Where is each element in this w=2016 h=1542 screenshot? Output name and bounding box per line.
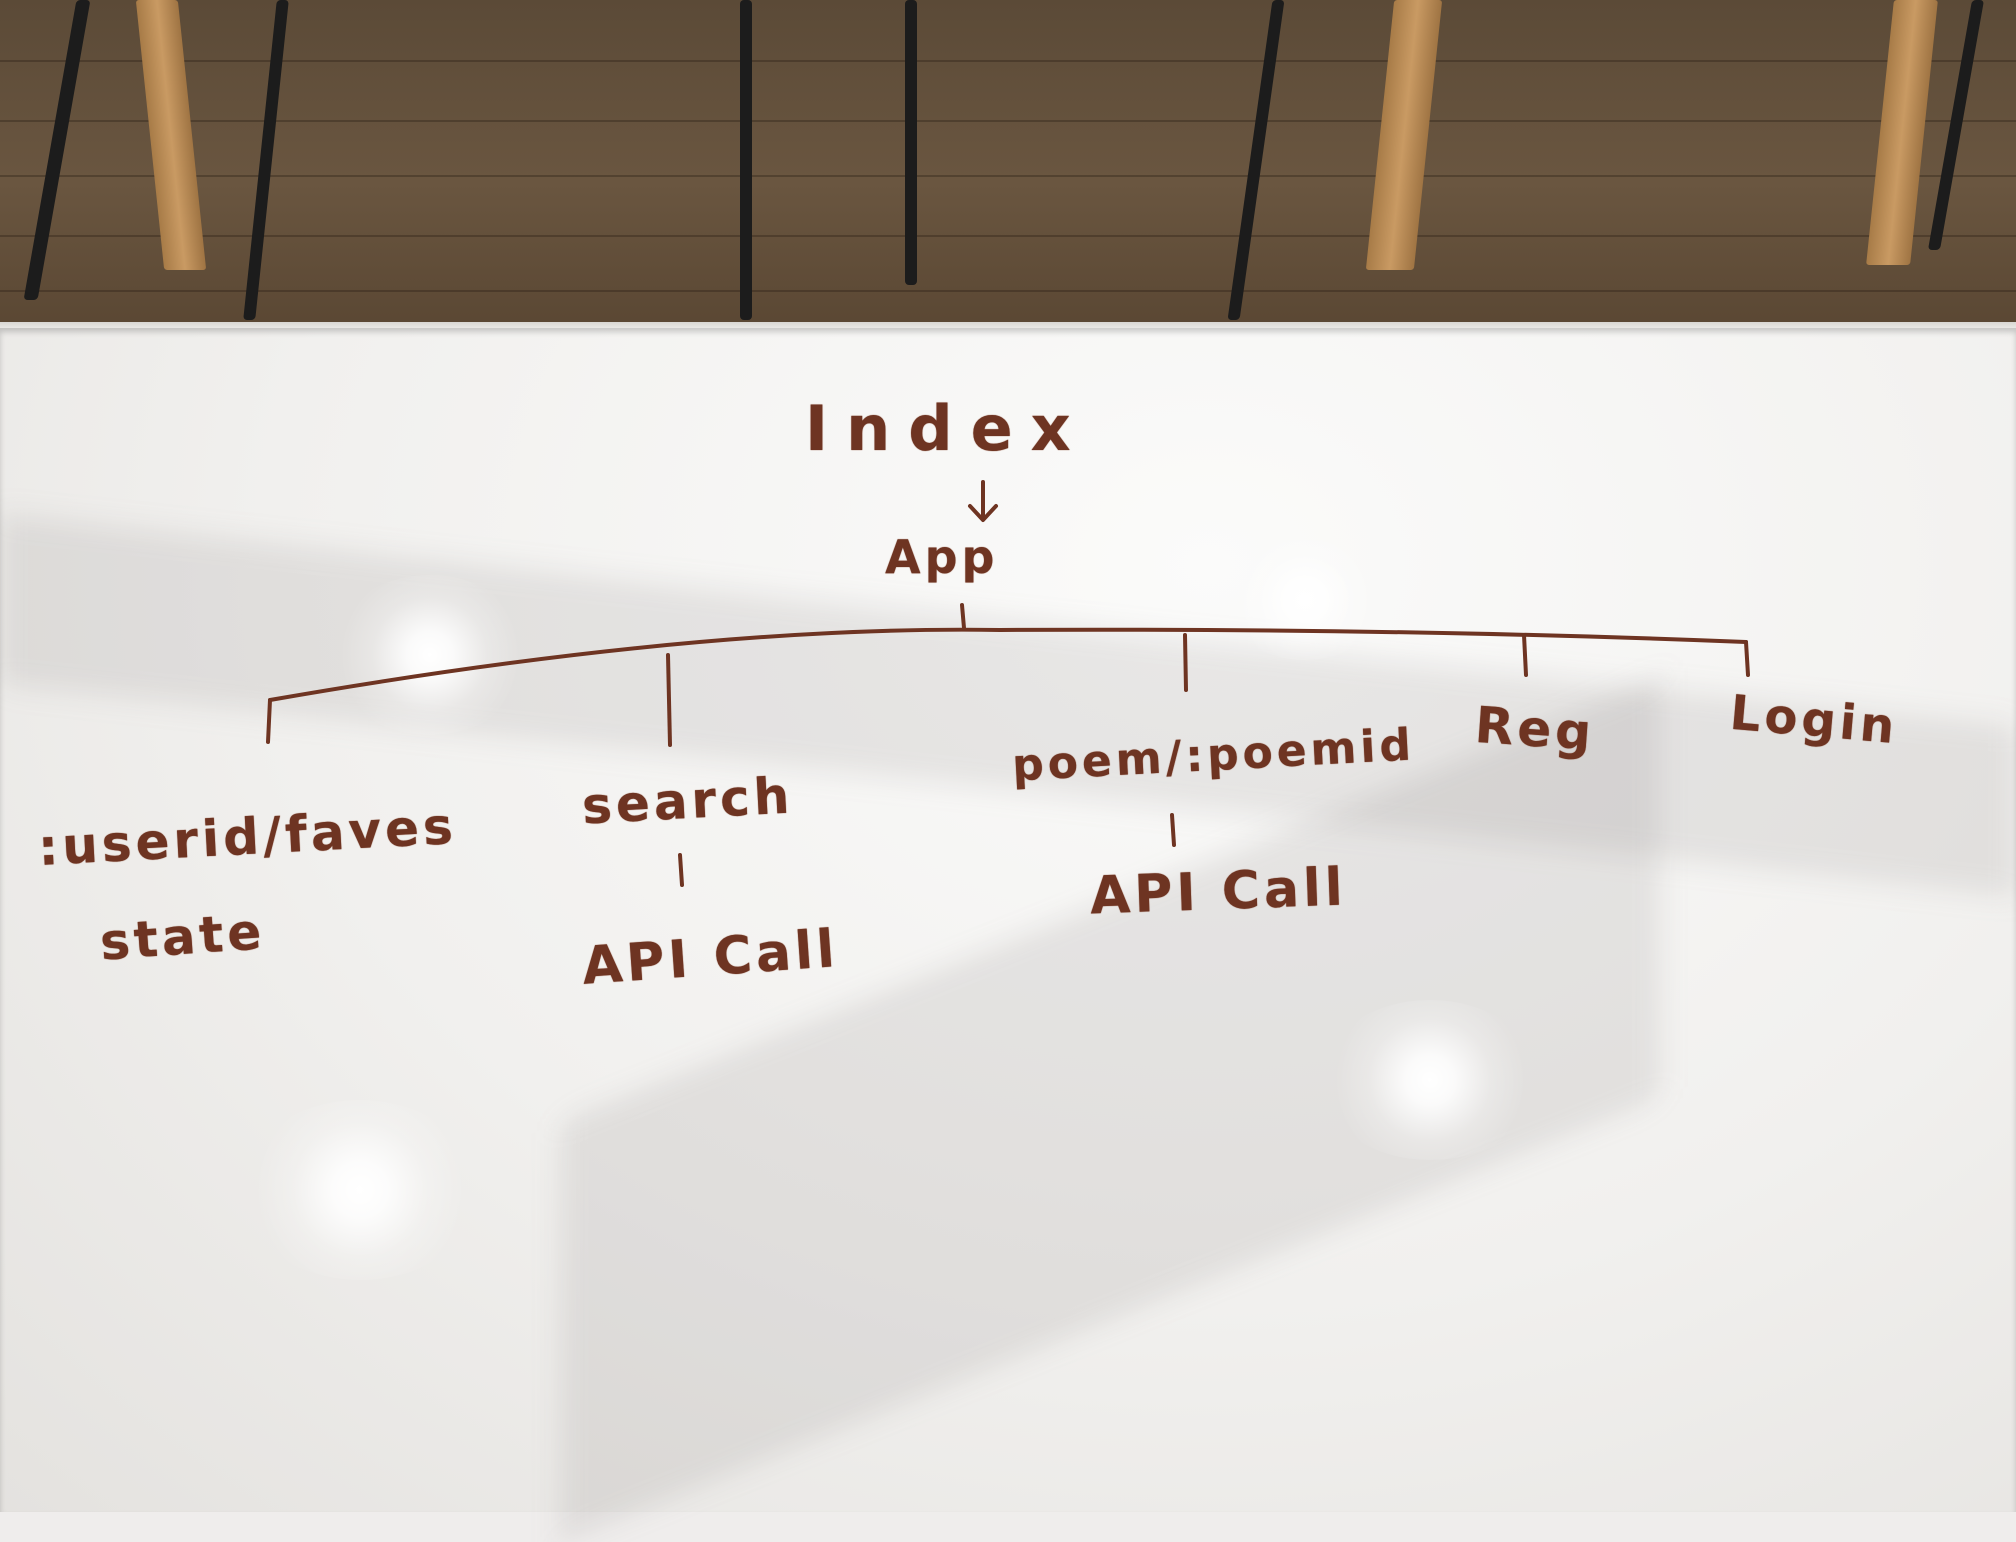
note-state: state — [98, 902, 268, 972]
app-stem — [960, 603, 966, 630]
note-api-call-poem: API Call — [1089, 857, 1348, 927]
branch-drop-5 — [1744, 640, 1750, 677]
search-stem — [678, 853, 684, 887]
branch-drop-3 — [1183, 633, 1188, 692]
light-glare — [240, 1100, 480, 1280]
branch-drop-2 — [666, 653, 672, 747]
light-glare — [1320, 1000, 1540, 1160]
node-app: App — [885, 530, 999, 584]
branch-bar — [268, 627, 1748, 702]
route-search: search — [580, 766, 795, 836]
light-glare — [1225, 540, 1385, 660]
route-reg: Reg — [1473, 695, 1598, 763]
floor-background — [0, 0, 2016, 330]
node-index: Index — [805, 392, 1089, 465]
branch-drop-4 — [1522, 633, 1528, 677]
board-edge — [0, 322, 2016, 332]
whiteboard-surface — [0, 328, 2016, 1512]
light-glare — [330, 575, 530, 735]
poem-stem — [1170, 813, 1176, 847]
arrow-down-icon — [968, 480, 998, 522]
branch-drop-1 — [266, 698, 272, 744]
